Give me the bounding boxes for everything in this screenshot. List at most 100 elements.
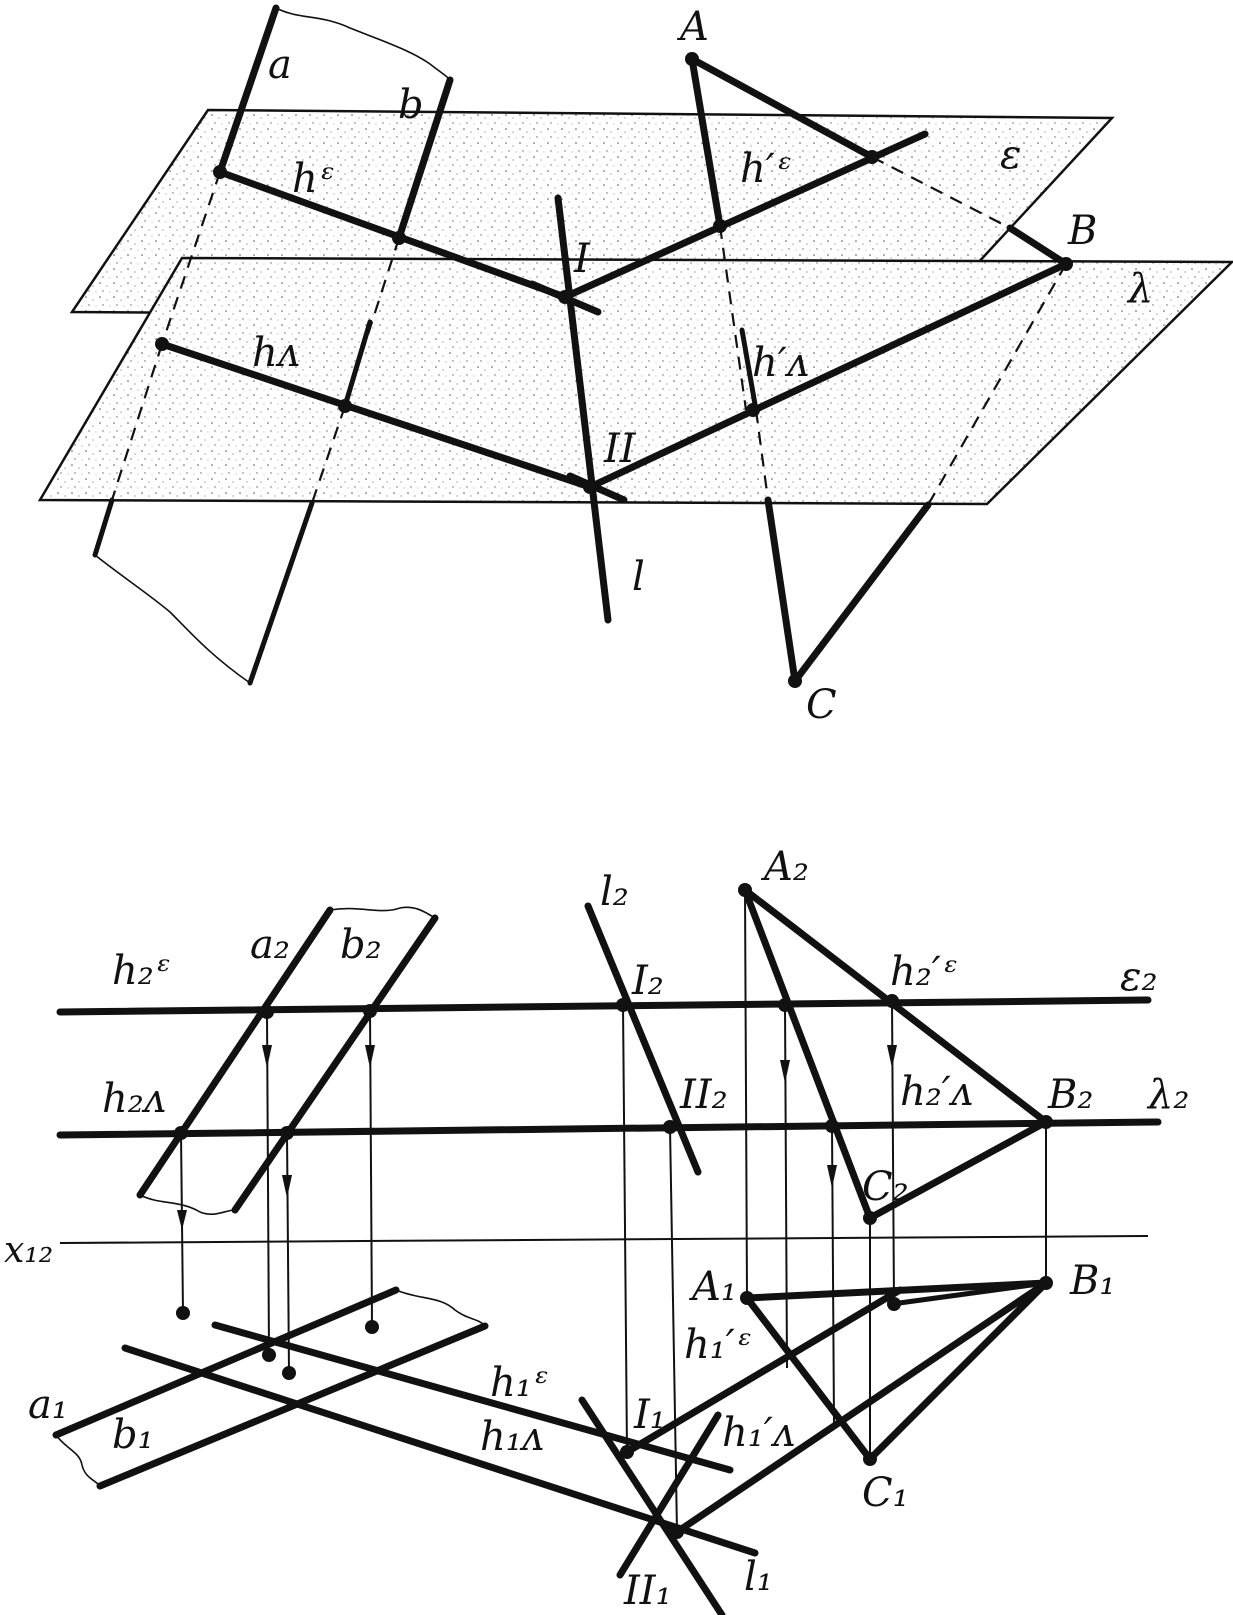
plane-lambda [37,256,1233,506]
point-C [788,674,802,688]
strip-break-top [275,7,451,81]
point-A2 [738,883,752,897]
label-II: II [603,426,637,472]
triangle-side-AC-hidden2 [754,409,770,501]
trace-lam2 [56,1118,1162,1139]
point-C1 [863,1452,877,1466]
label-l1: l₁ [744,1554,773,1600]
strip-break-bottom [94,554,251,684]
triangle1-A-to-B-upper [889,1280,1049,1307]
point-C2 [863,1211,877,1225]
point-b1-eps [365,1320,379,1334]
point-AB1-eps [887,1297,901,1311]
line-h1p-lam [673,1279,1050,1536]
arrow-AB-eps [887,1045,897,1068]
line-h-eps [216,168,569,301]
point-a-lam [155,337,169,351]
triangle1-AB [743,1279,1050,1302]
label-C: C [806,682,837,728]
point-AC-eps [713,219,727,233]
link-AC-eps [784,1004,788,1369]
point-b2-eps [363,1004,377,1018]
triangle-side-AB-upper [688,55,876,161]
triangle1-AC [743,1294,874,1463]
line-b-lower [247,500,315,686]
line-l1 [578,1396,726,1615]
triangle-side-BC-hidden [927,263,1067,506]
point-AC2-lam [825,1119,839,1133]
label-b: b [398,82,424,128]
label-h-lam: hᴧ [252,330,300,376]
link-I [622,1004,628,1453]
point-A1 [740,1291,754,1305]
line-h-lam [158,340,594,491]
point-II [583,480,597,494]
triangle-side-AB-hidden [871,156,1011,229]
link-A [744,889,748,1299]
line-h1p-eps [623,1286,904,1456]
strip1-break-left [55,1434,101,1487]
label-II2: II₂ [679,1072,728,1118]
point-a-eps [213,165,227,179]
triangle-side-AC-mid [739,327,759,413]
label-h1-lam: h₁ᴧ [480,1414,544,1460]
label-C2: C₂ [862,1164,909,1210]
label-a2: a₂ [250,922,290,968]
line-cross-II1 [616,1411,722,1579]
arrow-a [177,1210,187,1230]
point-B1 [1039,1276,1053,1290]
label-lam2: λ₂ [1146,1072,1189,1118]
label-I1: I₁ [633,1392,666,1438]
point-b-eps [392,231,406,245]
line-h-prime-eps [561,130,929,301]
line-a-upper [216,4,280,176]
line-b-below-hidden [310,405,347,504]
label-h1p-eps: h₁′ᵋ [684,1322,752,1368]
axis-x12 [59,1235,1149,1244]
triangle-side-AB-lower [1006,224,1070,268]
point-a2-lam [174,1126,188,1140]
arrow-AC-lam [827,1165,837,1188]
strip1-break-right [395,1289,486,1327]
label-eps: ε [1000,132,1021,178]
point-AC2-eps [778,998,792,1012]
triangle2-BC [866,1118,1050,1222]
line-a1 [52,1286,400,1439]
label-B2: B₂ [1047,1072,1093,1118]
label-l: l [632,554,645,600]
label-b2: b₂ [340,922,382,968]
label-h-prime-eps: h′ᵋ [740,146,792,192]
label-h1-eps: h₁ᵋ [490,1360,549,1406]
label-h-prime-lam: h′ᴧ [752,340,809,386]
point-AB2-eps [885,994,899,1008]
label-C1: C₁ [862,1470,909,1516]
link-II [669,1126,678,1533]
link-a2-eps [266,1011,270,1356]
label-B: B [1067,208,1097,254]
label-x12: x₁₂ [4,1230,53,1271]
point-B2 [1039,1115,1053,1129]
label-h2-lam: h₂ᴧ [102,1076,166,1122]
label-h2-eps: h₂ᵋ [112,948,171,994]
line-a-below-hidden [110,343,164,501]
triangle2-AC [741,886,874,1222]
point-I1 [620,1445,634,1459]
arrow-a2 [262,1045,272,1068]
triangle1-BC [866,1279,1050,1463]
point-II1 [670,1525,684,1539]
point-B [1059,257,1073,271]
spatial-view: a b hᵋ A h′ᵋ ε I B λ hᴧ h′ᴧ II l C [37,4,1233,728]
point-AB-eps [865,150,879,164]
point-b-lam [338,399,352,413]
label-I: I [573,236,591,282]
label-h2p-eps: h₂′ᵋ [890,949,958,995]
label-eps2: ε₂ [1120,954,1158,1000]
line-l2 [584,902,702,1176]
trace-eps2 [56,996,1152,1016]
line-a-lower [92,497,115,558]
label-lambda: λ [1126,266,1153,312]
point-A [685,52,699,66]
point-AC-lam [746,403,760,417]
